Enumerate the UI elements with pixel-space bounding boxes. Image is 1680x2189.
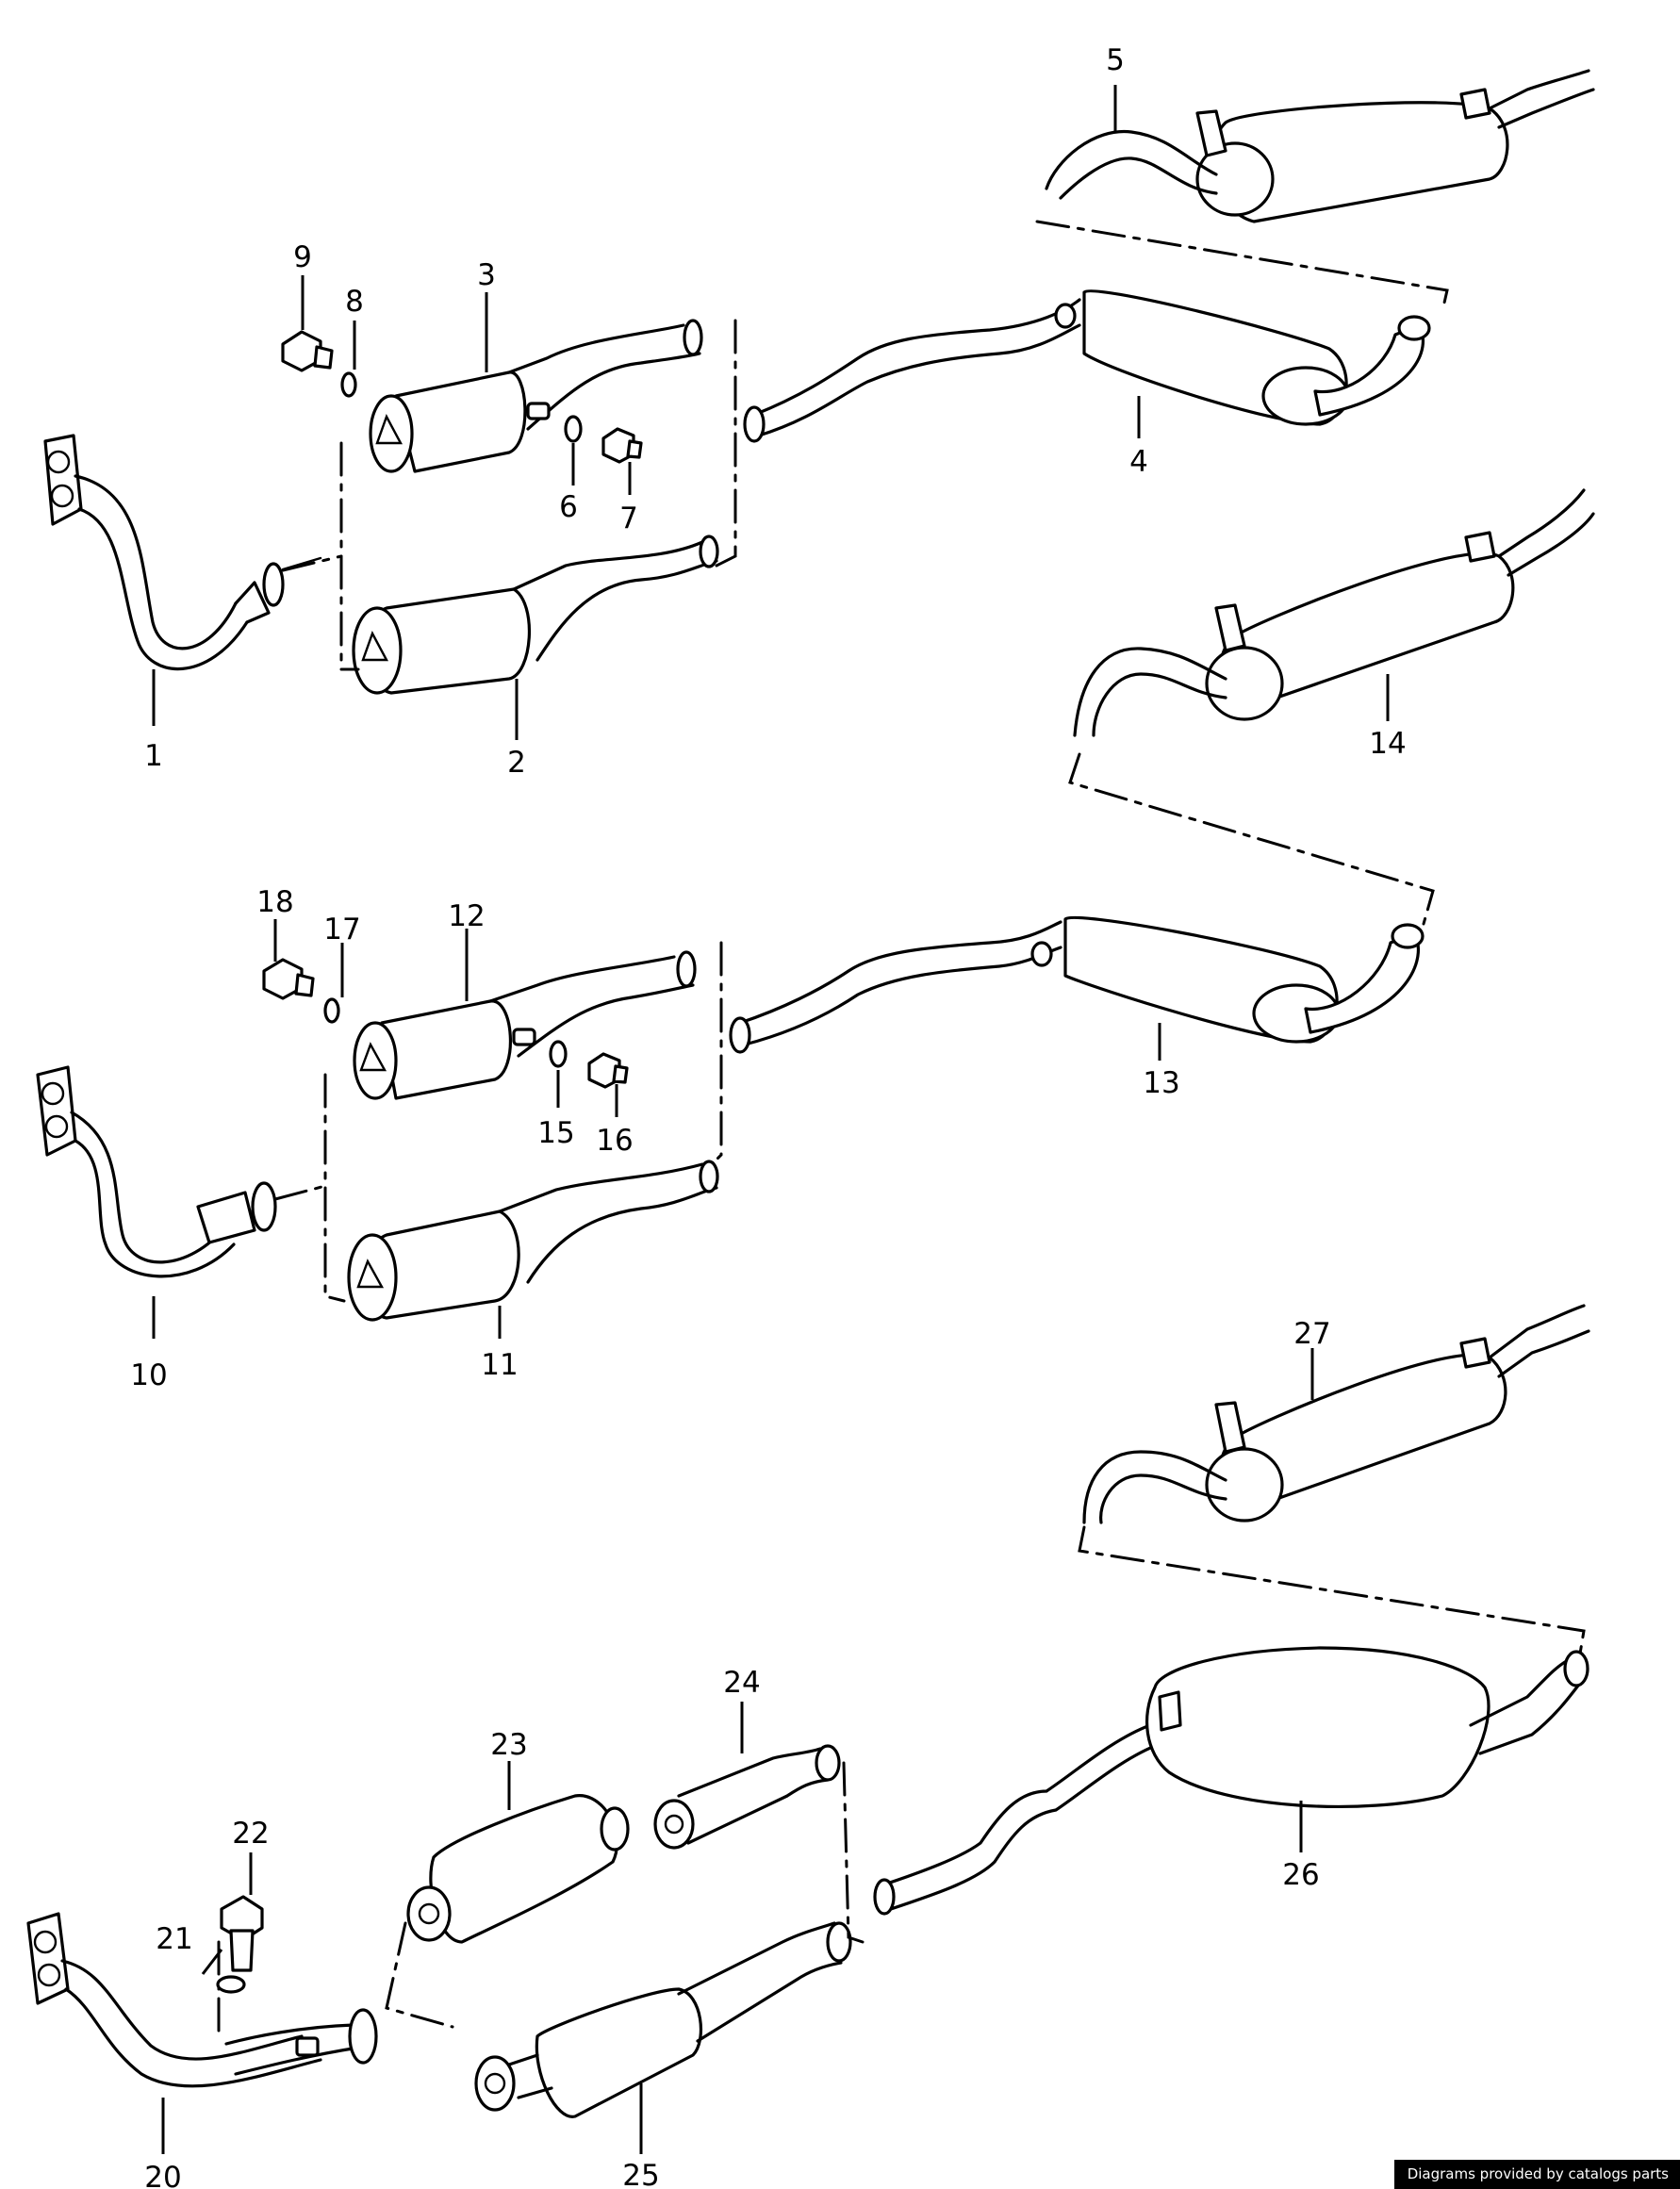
middle-rear-silencer-26	[873, 1646, 1589, 1916]
pipe-24	[653, 1744, 841, 1850]
fit-line	[1078, 1525, 1586, 1661]
middle-silencer-13	[729, 915, 1425, 1054]
washer-17	[323, 997, 340, 1024]
fit-line	[715, 319, 737, 568]
rear-silencer-5	[1045, 69, 1595, 223]
label-part-24: 24	[723, 1666, 760, 1700]
leader-lines	[152, 85, 1390, 2154]
label-part-20: 20	[144, 2161, 181, 2189]
catalytic-converter-23	[406, 1794, 630, 1944]
bolt-18	[262, 958, 315, 1000]
label-part-21: 21	[156, 1922, 192, 1956]
label-part-14: 14	[1369, 727, 1406, 761]
fit-line	[1035, 220, 1449, 313]
label-part-7: 7	[619, 502, 638, 535]
catalytic-converter-2	[352, 535, 719, 695]
label-part-17: 17	[323, 913, 360, 946]
bolt-22	[220, 1895, 264, 1972]
front-pipe-10	[36, 1065, 277, 1278]
label-part-3: 3	[477, 258, 496, 292]
rear-silencer-27	[1082, 1304, 1590, 1524]
label-part-23: 23	[490, 1728, 527, 1762]
rear-silencer-14	[1073, 488, 1595, 737]
label-part-22: 22	[232, 1817, 269, 1851]
front-pipe-1	[43, 434, 322, 670]
washer-15	[549, 1040, 568, 1068]
label-part-25: 25	[622, 2159, 659, 2189]
label-part-2: 2	[507, 746, 526, 780]
section-1	[43, 69, 1595, 695]
label-part-18: 18	[256, 885, 293, 919]
washer-6	[564, 415, 583, 443]
catalytic-converter-11	[347, 1160, 719, 1322]
catalytic-converter-3	[369, 319, 703, 473]
front-pipe-20	[26, 1912, 378, 2088]
bolt-9	[281, 330, 334, 372]
label-part-10: 10	[130, 1358, 167, 1392]
nut-7	[601, 427, 643, 464]
label-part-9: 9	[293, 240, 312, 274]
label-part-27: 27	[1293, 1317, 1330, 1351]
label-part-12: 12	[448, 899, 485, 933]
section-3	[26, 1304, 1590, 2118]
label-part-1: 1	[144, 739, 163, 773]
label-part-11: 11	[481, 1348, 518, 1382]
fit-line	[710, 941, 723, 1166]
part-labels: 1 2 3 4 5 6 7 8 9 10 11 12 13 14 15 16 1…	[130, 43, 1406, 2189]
section-2	[36, 488, 1595, 1322]
washer-8	[340, 371, 357, 398]
catalytic-converter-25	[474, 1921, 852, 2118]
fit-line	[281, 554, 343, 572]
fit-line	[323, 1073, 346, 1303]
label-part-16: 16	[596, 1124, 633, 1158]
label-part-8: 8	[345, 285, 364, 319]
label-part-13: 13	[1143, 1066, 1179, 1100]
fit-line	[842, 1761, 865, 1944]
washer-21	[216, 1975, 246, 1994]
fit-line	[273, 1184, 327, 1201]
fit-line	[339, 441, 360, 671]
nut-16	[587, 1052, 629, 1089]
label-part-4: 4	[1129, 445, 1148, 479]
label-part-5: 5	[1106, 43, 1125, 77]
middle-silencer-4	[743, 289, 1431, 443]
label-part-26: 26	[1282, 1858, 1319, 1892]
fit-line	[385, 1921, 454, 2029]
catalytic-converter-12	[353, 950, 697, 1100]
credit-banner: Diagrams provided by catalogs parts	[1393, 2160, 1680, 2189]
label-part-6: 6	[559, 490, 578, 524]
fit-line	[1068, 752, 1435, 926]
label-part-15: 15	[537, 1116, 574, 1150]
